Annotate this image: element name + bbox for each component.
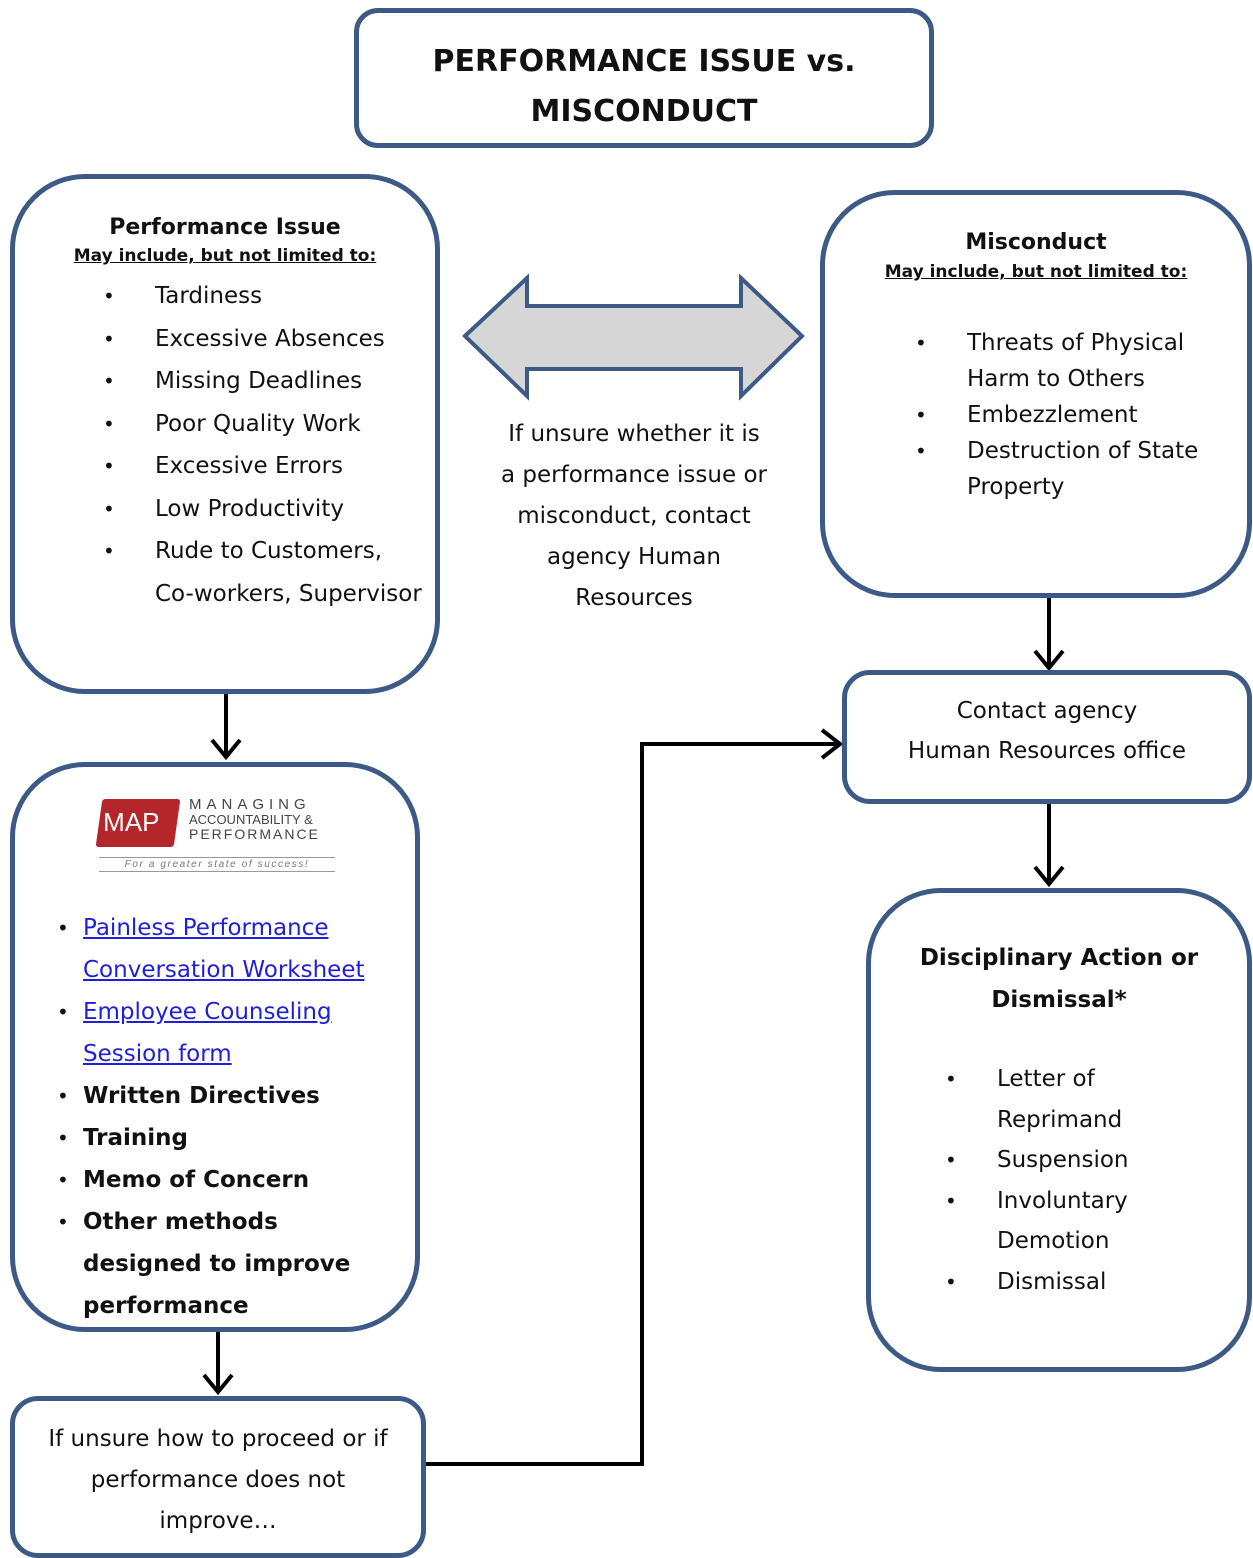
map-logo-mark: MAP: [95, 799, 181, 847]
arrow-misconduct-to-contact: [1033, 597, 1065, 672]
misconduct-list-item: • Embezzlement: [915, 397, 1215, 433]
arrow-contact-to-disciplinary: [1033, 804, 1065, 888]
bullet-icon: •: [103, 284, 115, 308]
arrow-map-to-unsure: [202, 1330, 234, 1396]
map-link-item[interactable]: • Employee Counseling Session form: [57, 991, 397, 1075]
bullet-icon: •: [945, 1269, 957, 1294]
bullet-icon: •: [103, 369, 115, 393]
bullet-icon: •: [945, 1188, 957, 1213]
performance-list-item-text: Poor Quality Work: [155, 410, 361, 437]
bullet-icon: •: [103, 496, 115, 521]
performance-list-item: • Tardiness: [103, 275, 423, 318]
disciplinary-list: • Letter of Reprimand • Suspension • Involunt…: [945, 1059, 1195, 1302]
disciplinary-box: Disciplinary Action or Dismissal* • Lette…: [866, 888, 1252, 1372]
map-logo-tagline: For a greater state of success!: [99, 857, 335, 872]
bullet-icon: •: [57, 916, 69, 940]
contact-line2: Human Resources office: [907, 738, 1187, 764]
title-line1: PERFORMANCE ISSUE vs.: [432, 44, 856, 79]
map-logo-line2: ACCOUNTABILITY &: [189, 812, 313, 827]
performance-list-item: • Excessive Errors: [103, 445, 423, 488]
map-method-item: • Written Directives: [57, 1075, 397, 1117]
performance-list: • Tardiness • Excessive Absences • Missing De…: [103, 275, 423, 615]
misconduct-list-item-text: Threats of Physical Harm to Others: [967, 330, 1185, 392]
map-logo-line3: PERFORMANCE: [189, 826, 320, 842]
bullet-icon: •: [915, 439, 927, 463]
disciplinary-list-item-text: Suspension: [997, 1147, 1129, 1173]
disciplinary-list-item: • Suspension: [945, 1140, 1195, 1181]
title-box: PERFORMANCE ISSUE vs. MISCONDUCT: [354, 8, 934, 148]
bullet-icon: •: [103, 326, 115, 351]
unsure-text: If unsure how to proceed or if performan…: [48, 1426, 388, 1534]
map-box: MAP MANAGING ACCOUNTABILITY & PERFORMANC…: [10, 762, 420, 1332]
bullet-icon: •: [57, 1000, 69, 1024]
bullet-icon: •: [945, 1148, 957, 1172]
performance-list-item: • Low Productivity: [103, 488, 423, 531]
double-arrow: [462, 273, 805, 401]
disciplinary-list-item: • Dismissal: [945, 1262, 1195, 1303]
disciplinary-list-item: • Letter of Reprimand: [945, 1059, 1195, 1140]
performance-list-item: • Rude to Customers, Co-workers, Supervis…: [103, 530, 423, 615]
contact-hr-box: Contact agency Human Resources office: [842, 670, 1252, 804]
performance-list-item-text: Excessive Errors: [155, 453, 344, 479]
disciplinary-heading: Disciplinary Action or Dismissal*: [919, 945, 1199, 1013]
bullet-icon: •: [103, 454, 115, 478]
disciplinary-list-item-text: Involuntary Demotion: [997, 1187, 1128, 1255]
performance-list-item: • Excessive Absences: [103, 318, 423, 361]
bullet-icon: •: [915, 403, 927, 427]
map-method-item: • Other methods designed to improve perfo…: [57, 1201, 397, 1327]
map-method-item-text: Memo of Concern: [83, 1167, 310, 1193]
map-method-item-text: Other methods designed to improve perfor…: [83, 1209, 351, 1319]
performance-list-item-text: Low Productivity: [155, 495, 344, 522]
performance-list-item-text: Excessive Absences: [155, 325, 385, 352]
performance-list-item: • Poor Quality Work: [103, 403, 423, 446]
disciplinary-list-item: • Involuntary Demotion: [945, 1181, 1195, 1262]
misconduct-list-item-text: Destruction of State Property: [967, 438, 1199, 500]
map-logo-line1: MANAGING: [189, 796, 311, 813]
misconduct-list-item: • Threats of Physical Harm to Others: [915, 325, 1215, 397]
map-method-item-text: Written Directives: [83, 1083, 320, 1109]
performance-list-item-text: Missing Deadlines: [155, 368, 363, 394]
bullet-icon: •: [57, 1168, 69, 1192]
disciplinary-list-item-text: Letter of Reprimand: [997, 1066, 1123, 1133]
misconduct-heading: Misconduct: [965, 230, 1107, 255]
misconduct-box: Misconduct May include, but not limited …: [820, 190, 1252, 598]
performance-list-item-text: Tardiness: [155, 283, 263, 309]
map-link-item[interactable]: • Painless Performance Conversation Works…: [57, 907, 397, 991]
performance-list-item: • Missing Deadlines: [103, 360, 423, 403]
bullet-icon: •: [57, 1126, 69, 1150]
bullet-icon: •: [103, 411, 115, 436]
map-link-item-text[interactable]: Employee Counseling Session form: [83, 999, 332, 1067]
bullet-icon: •: [57, 1084, 69, 1108]
disciplinary-list-item-text: Dismissal: [997, 1268, 1107, 1295]
map-method-item-text: Training: [83, 1125, 189, 1151]
misconduct-subheading: May include, but not limited to:: [884, 262, 1188, 282]
bullet-icon: •: [103, 539, 115, 563]
misconduct-list: • Threats of Physical Harm to Others • Embe…: [915, 325, 1215, 505]
map-list: • Painless Performance Conversation Works…: [57, 907, 397, 1327]
misconduct-list-item: • Destruction of State Property: [915, 433, 1215, 505]
performance-list-item-text: Rude to Customers, Co-workers, Superviso…: [155, 538, 422, 607]
performance-subheading: May include, but not limited to:: [73, 246, 377, 266]
contact-line1: Contact agency: [956, 698, 1138, 724]
arrow-unsure-to-contact: [424, 728, 844, 1466]
bullet-icon: •: [57, 1210, 69, 1234]
misconduct-list-item-text: Embezzlement: [967, 402, 1138, 428]
unsure-box: If unsure how to proceed or if performan…: [10, 1396, 426, 1558]
middle-note: If unsure whether it is a performance is…: [501, 421, 767, 611]
map-method-item: • Training: [57, 1117, 397, 1159]
bullet-icon: •: [945, 1067, 957, 1091]
title-line2: MISCONDUCT: [530, 94, 758, 129]
arrow-performance-to-map: [210, 692, 242, 761]
map-method-item: • Memo of Concern: [57, 1159, 397, 1201]
bullet-icon: •: [915, 331, 927, 355]
map-link-item-text[interactable]: Painless Performance Conversation Worksh…: [83, 915, 365, 983]
map-logo: MAP MANAGING ACCOUNTABILITY & PERFORMANC…: [95, 793, 337, 879]
performance-issue-box: Performance Issue May include, but not l…: [10, 174, 440, 694]
performance-heading: Performance Issue: [109, 215, 341, 240]
